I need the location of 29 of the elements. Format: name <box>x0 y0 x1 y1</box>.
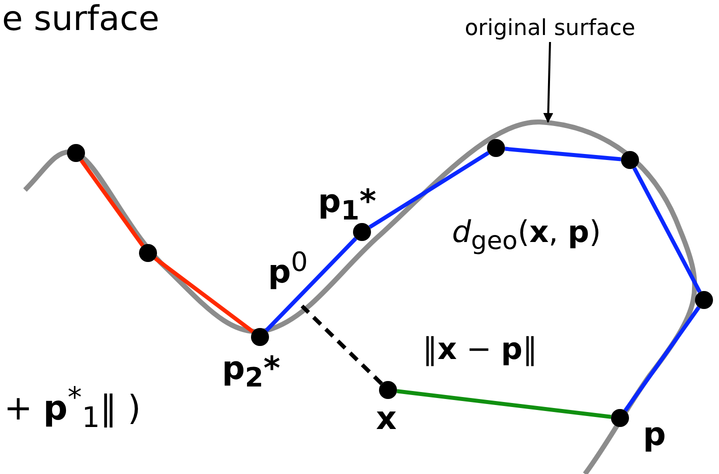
segment-line <box>264 237 358 332</box>
point-label: p$_{1}$* <box>318 185 376 226</box>
segment-line <box>624 306 700 412</box>
formula-text: + p$^{*}$$_{1}$‖ ) <box>4 384 141 432</box>
point-dot <box>611 409 629 427</box>
heading-text: e surface <box>2 2 160 36</box>
point-label: p$_{2}$* <box>222 352 280 392</box>
point-dot <box>251 328 269 346</box>
point-label: x <box>376 402 397 434</box>
callout-label: original surface <box>464 18 636 40</box>
point-dot <box>695 291 713 309</box>
point-dot <box>139 244 157 262</box>
segment-line <box>632 167 702 293</box>
point-dot <box>353 223 371 241</box>
point-label: p$^{0}$ <box>268 250 308 288</box>
segment-line <box>80 159 144 247</box>
point-label: p <box>643 418 666 450</box>
segment-line <box>504 146 622 162</box>
point-dot <box>67 144 85 162</box>
edge-label: ‖x − p‖ <box>422 335 538 365</box>
point-dot <box>487 139 505 157</box>
segment-line <box>154 256 254 334</box>
dashed-line <box>300 304 383 386</box>
distance-formula: d$_{geo}$(x, p) <box>452 218 601 253</box>
leader-arrow <box>543 42 554 123</box>
point-dot <box>379 381 397 399</box>
segment-line <box>368 151 490 229</box>
segment-line <box>396 389 612 419</box>
point-dot <box>621 151 639 169</box>
